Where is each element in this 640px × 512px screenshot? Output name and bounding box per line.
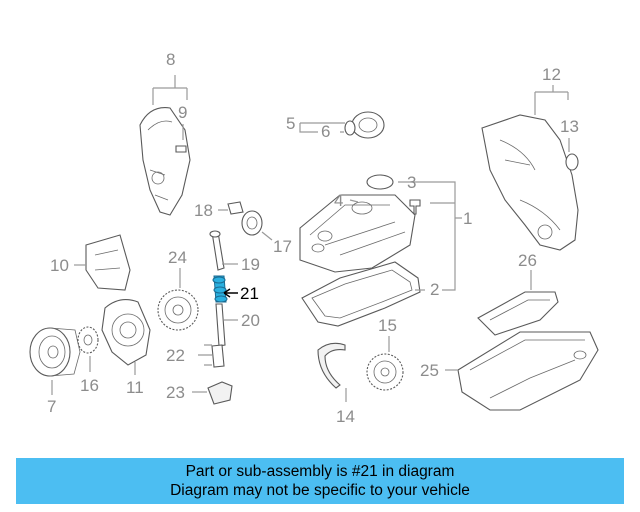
callout-9[interactable]: 9 xyxy=(178,103,187,122)
callout-12[interactable]: 12 xyxy=(542,65,561,84)
callout-3[interactable]: 3 xyxy=(407,173,416,192)
crankshaft-gear-part-16[interactable] xyxy=(77,326,99,354)
vibration-damper-part-7[interactable] xyxy=(29,327,81,377)
callout-24[interactable]: 24 xyxy=(168,248,187,267)
timing-belt-cover-rear-part-12[interactable] xyxy=(481,114,579,251)
callout-17[interactable]: 17 xyxy=(273,237,292,256)
callout-13[interactable]: 13 xyxy=(560,117,579,136)
parts-diagram: 8 9 5 6 12 13 3 4 1 2 xyxy=(29,50,599,426)
oil-baffle-part-26[interactable] xyxy=(477,291,559,336)
sleeve-part-22[interactable] xyxy=(211,344,225,368)
callout-21-leader xyxy=(223,288,238,298)
callout-1[interactable]: 1 xyxy=(463,209,472,228)
seal-ring-part-6[interactable] xyxy=(344,120,356,136)
callout-25[interactable]: 25 xyxy=(420,361,439,380)
oil-filler-cap-part-5[interactable] xyxy=(351,111,385,139)
bolt-part-3b[interactable] xyxy=(409,199,421,215)
callout-14[interactable]: 14 xyxy=(336,407,355,426)
callout-26[interactable]: 26 xyxy=(518,251,537,270)
dipstick-tube-lower-part-20[interactable] xyxy=(215,303,226,347)
banner-line-2: Diagram may not be specific to your vehi… xyxy=(170,482,470,499)
callout-7[interactable]: 7 xyxy=(47,397,56,416)
intermediate-shaft-sprocket-part-15[interactable] xyxy=(366,353,404,391)
callout-15[interactable]: 15 xyxy=(378,316,397,335)
callout-8[interactable]: 8 xyxy=(166,50,175,69)
callout-4[interactable]: 4 xyxy=(334,191,343,210)
bearing-shell-part-14[interactable] xyxy=(317,342,346,389)
bolt-part-9[interactable] xyxy=(175,145,187,153)
oil-seal-part-23[interactable] xyxy=(207,381,233,405)
timing-belt-cover-upper-part-8[interactable] xyxy=(139,107,191,216)
seal-part-13[interactable] xyxy=(565,153,579,171)
cylinder-head-cover-part-1[interactable] xyxy=(299,194,416,273)
callout-19[interactable]: 19 xyxy=(241,255,260,274)
callout-2[interactable]: 2 xyxy=(430,280,439,299)
bracket-part-10[interactable] xyxy=(85,234,131,291)
callout-5[interactable]: 5 xyxy=(286,114,295,133)
callout-11[interactable]: 11 xyxy=(126,378,144,397)
oil-dipstick-guide-part-21[interactable] xyxy=(212,275,228,303)
crankshaft-sprocket-part-24[interactable] xyxy=(157,289,199,331)
banner-line-1: Part or sub-assembly is #21 in diagram xyxy=(185,463,455,480)
callout-16[interactable]: 16 xyxy=(80,376,99,395)
callout-21[interactable]: 21 xyxy=(240,284,259,303)
dipstick-tube-part-19[interactable] xyxy=(209,230,225,271)
gasket-part-2[interactable] xyxy=(301,261,421,327)
cap-part-3[interactable] xyxy=(366,174,394,190)
callout-10[interactable]: 10 xyxy=(50,256,69,275)
tensioner-pulley-part-17[interactable] xyxy=(241,210,263,236)
sensor-part-18[interactable] xyxy=(227,201,244,215)
callout-23[interactable]: 23 xyxy=(166,383,185,402)
callout-18[interactable]: 18 xyxy=(194,201,213,220)
timing-belt-cover-lower-part-11[interactable] xyxy=(101,299,151,366)
info-banner: Part or sub-assembly is #21 in diagram D… xyxy=(16,458,624,504)
oil-pan-part-25[interactable] xyxy=(457,331,599,411)
callout-6[interactable]: 6 xyxy=(321,122,330,141)
callout-22[interactable]: 22 xyxy=(166,346,185,365)
callout-20[interactable]: 20 xyxy=(241,311,260,330)
